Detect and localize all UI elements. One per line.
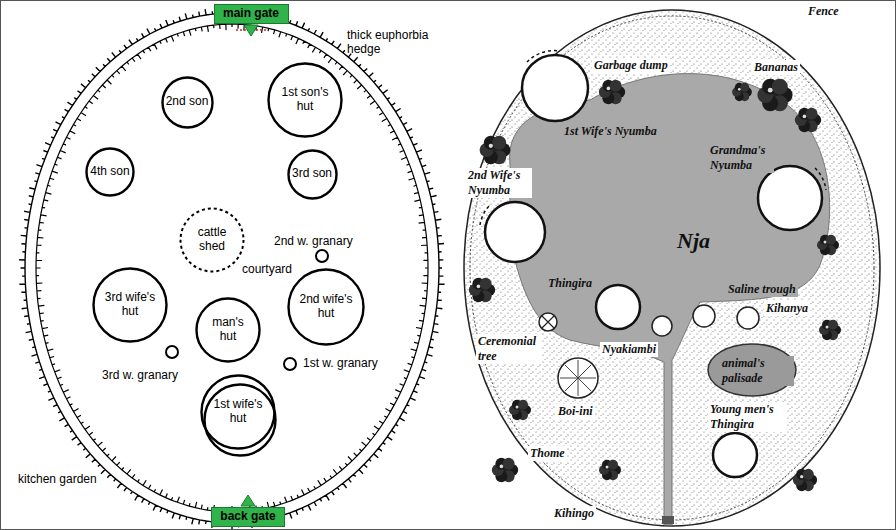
tree-cluster bbox=[757, 79, 792, 112]
boi-ini-plant bbox=[558, 358, 598, 398]
hut-name: 1st wife's hut bbox=[207, 398, 269, 426]
hut-name: cattle shed bbox=[187, 226, 237, 254]
gate-arrow bbox=[241, 495, 255, 506]
thingira-circle bbox=[596, 285, 640, 329]
gate-label: Kihingo bbox=[552, 506, 596, 521]
granary-circle bbox=[166, 346, 178, 358]
gate-box: back gate bbox=[211, 507, 285, 527]
fence-label: Fence bbox=[806, 4, 841, 19]
palisade bbox=[708, 344, 796, 396]
area-label: courtyard bbox=[240, 262, 294, 276]
hut-name: 3rd son bbox=[292, 167, 332, 181]
hut-name: 2nd son bbox=[166, 95, 209, 109]
granary-circle bbox=[284, 358, 296, 370]
hut-circle: 1st wife's hut bbox=[200, 374, 276, 450]
granary-label: 2nd w. granary bbox=[272, 234, 355, 248]
palisade-label: animal's palisade bbox=[720, 356, 794, 386]
tree-cluster bbox=[793, 469, 817, 491]
tree-cluster bbox=[492, 458, 518, 482]
hedge-label: thick euphorbia hedge bbox=[345, 28, 444, 56]
kihanya-circle bbox=[737, 307, 759, 329]
gate-arrow bbox=[244, 25, 258, 36]
hut-name: 1st son's hut bbox=[274, 86, 336, 114]
hut-circle: 2nd wife's hut bbox=[287, 268, 365, 346]
area-label: Garbage dump bbox=[592, 58, 670, 73]
hut-label: 2nd Wife's Nyumba bbox=[466, 168, 532, 198]
hut-circle: 2nd son bbox=[161, 76, 214, 129]
hut-name: 3rd wife's hut bbox=[99, 291, 161, 319]
hut-circle: 3rd wife's hut bbox=[92, 267, 168, 343]
hut-circle: 3rd son bbox=[287, 149, 338, 200]
doorway bbox=[480, 205, 490, 225]
hut-name: 4th son bbox=[90, 165, 129, 179]
small-hut bbox=[652, 316, 672, 336]
gate-name: back gate bbox=[220, 510, 275, 524]
granary-label: 3rd w. granary bbox=[100, 368, 180, 382]
tree-cluster bbox=[819, 320, 841, 340]
area-label: Thome bbox=[528, 446, 567, 461]
tree-cluster bbox=[599, 460, 621, 480]
tree-cluster bbox=[795, 108, 821, 132]
cattle-shed-circle: cattle shed bbox=[179, 207, 245, 273]
tree-cluster bbox=[480, 136, 511, 165]
hut-circle: man's hut bbox=[195, 297, 261, 363]
hut-circle: 1st son's hut bbox=[267, 62, 343, 138]
trees bbox=[469, 79, 841, 492]
nyumba-circle bbox=[485, 202, 545, 262]
hut-name: 2nd wife's hut bbox=[294, 293, 358, 321]
kihingo-gate bbox=[662, 516, 674, 524]
hut-circle: 4th son bbox=[85, 147, 135, 197]
area-label: Bananas bbox=[752, 60, 800, 75]
courtyard-label: Nja bbox=[675, 228, 712, 254]
doorway bbox=[527, 51, 560, 62]
fence bbox=[464, 10, 880, 526]
hut-label: Young men's Thingira bbox=[708, 402, 787, 432]
area-label: kitchen garden bbox=[16, 472, 99, 486]
granary-circle bbox=[316, 250, 328, 262]
euphorbia-hedge bbox=[19, 7, 445, 529]
trough-label: Saline trough bbox=[726, 282, 798, 297]
saline-trough bbox=[693, 305, 715, 327]
tree-cluster bbox=[599, 80, 625, 104]
hedge-outer bbox=[19, 7, 445, 529]
ceremonial-tree-symbol bbox=[539, 313, 557, 331]
hut-label: Thingira bbox=[546, 276, 594, 291]
hut-name: man's hut bbox=[203, 316, 253, 344]
plant-label: Boi-ini bbox=[556, 404, 595, 419]
tree-cluster bbox=[732, 83, 752, 101]
thingira-circle bbox=[713, 433, 757, 477]
nyumba-circle bbox=[522, 55, 588, 121]
tree-cluster bbox=[469, 278, 495, 302]
doorway bbox=[815, 168, 826, 190]
tree-cluster bbox=[509, 400, 531, 420]
gate-name: main gate bbox=[223, 7, 279, 21]
granary-label: 1st w. granary bbox=[301, 356, 380, 370]
hut-label: Grandma's Nyumba bbox=[708, 143, 774, 173]
tree-cluster bbox=[817, 235, 839, 255]
hut-label: 1st Wife's Nyumba bbox=[562, 124, 659, 139]
nyumba-circle bbox=[758, 166, 822, 230]
tree-label: Ceremonial tree bbox=[476, 334, 542, 364]
hut-label: Nyakiambi bbox=[600, 342, 658, 357]
hedge-inner bbox=[36, 24, 428, 512]
nja-courtyard bbox=[509, 74, 829, 525]
area-label: Kihanya bbox=[764, 301, 810, 316]
gate-box: main gate bbox=[214, 4, 289, 24]
